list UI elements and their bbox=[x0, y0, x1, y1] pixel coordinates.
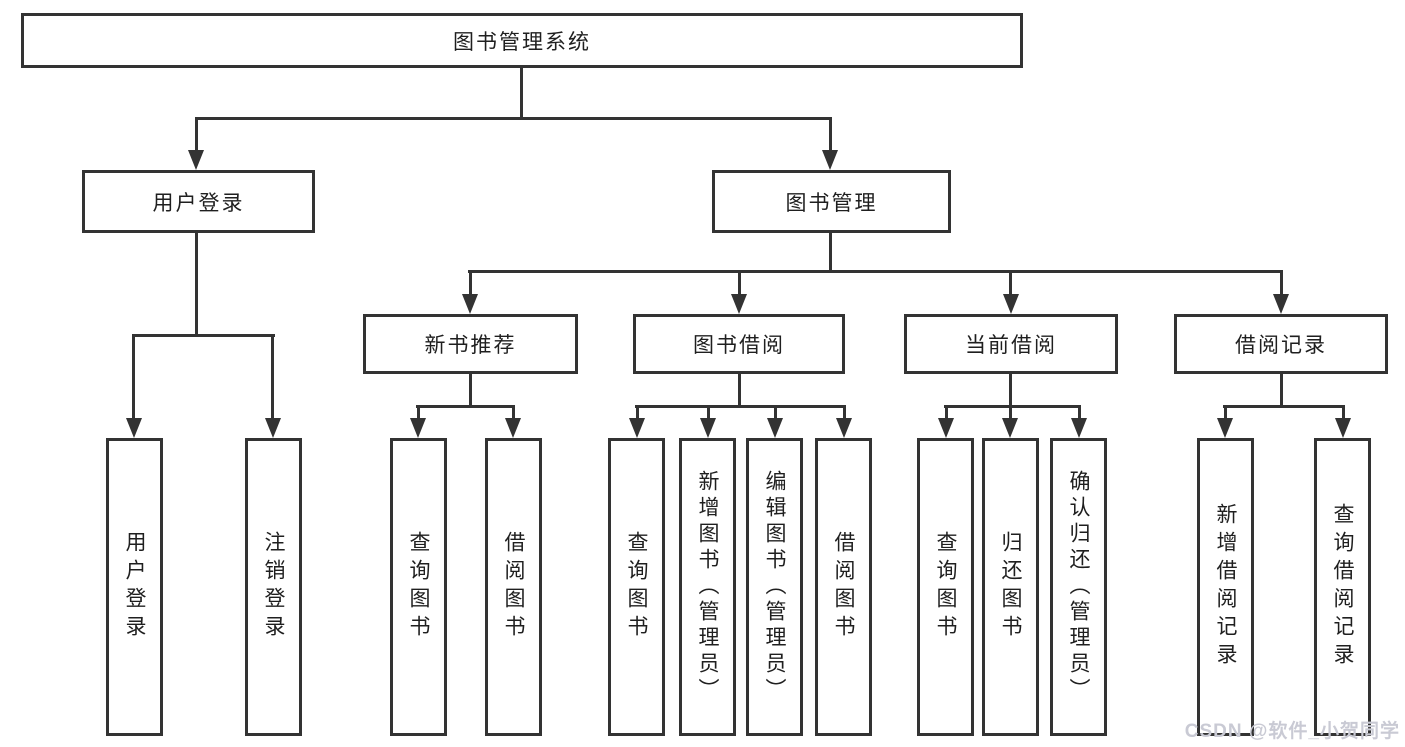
connector-line bbox=[738, 270, 741, 296]
node-current-borrow: 当前借阅 bbox=[904, 314, 1118, 374]
connector-line bbox=[195, 233, 198, 337]
arrowhead-icon bbox=[1003, 294, 1019, 314]
connector-line bbox=[132, 334, 275, 337]
connector-line bbox=[1009, 405, 1012, 420]
arrowhead-icon bbox=[126, 418, 142, 438]
connector-line bbox=[945, 405, 948, 420]
arrowhead-icon bbox=[822, 150, 838, 170]
leaf-borrow-book-2: 借阅图书 bbox=[815, 438, 872, 736]
leaf-add-book-admin: 新增图书（管理员） bbox=[679, 438, 736, 736]
connector-line bbox=[635, 405, 846, 408]
arrowhead-icon bbox=[462, 294, 478, 314]
connector-line bbox=[469, 270, 472, 296]
connector-line bbox=[707, 405, 710, 420]
connector-line bbox=[829, 233, 832, 273]
arrowhead-icon bbox=[1071, 418, 1087, 438]
node-new-book-recommend: 新书推荐 bbox=[363, 314, 578, 374]
connector-line bbox=[468, 270, 1283, 273]
watermark-text: CSDN @软件_小贺同学 bbox=[1184, 721, 1400, 742]
arrowhead-icon bbox=[265, 418, 281, 438]
connector-line bbox=[1342, 405, 1345, 420]
arrowhead-icon bbox=[188, 150, 204, 170]
arrowhead-icon bbox=[1217, 418, 1233, 438]
leaf-query-book-2: 查询图书 bbox=[608, 438, 665, 736]
connector-line bbox=[469, 374, 472, 407]
connector-line bbox=[1009, 374, 1012, 407]
connector-line bbox=[738, 374, 741, 407]
arrowhead-icon bbox=[410, 418, 426, 438]
arrowhead-icon bbox=[505, 418, 521, 438]
connector-line bbox=[512, 405, 515, 420]
arrowhead-icon bbox=[836, 418, 852, 438]
connector-line bbox=[636, 405, 639, 420]
leaf-user-login: 用户登录 bbox=[106, 438, 163, 736]
arrowhead-icon bbox=[629, 418, 645, 438]
connector-line bbox=[774, 405, 777, 420]
connector-line bbox=[944, 405, 1081, 408]
connector-line bbox=[1224, 405, 1227, 420]
leaf-query-book-1: 查询图书 bbox=[390, 438, 447, 736]
leaf-return-book: 归还图书 bbox=[982, 438, 1039, 736]
leaf-borrow-book-1: 借阅图书 bbox=[485, 438, 542, 736]
arrowhead-icon bbox=[767, 418, 783, 438]
connector-line bbox=[271, 334, 274, 420]
connector-line bbox=[1078, 405, 1081, 420]
leaf-logout: 注销登录 bbox=[245, 438, 302, 736]
arrowhead-icon bbox=[1002, 418, 1018, 438]
connector-line bbox=[195, 117, 198, 152]
arrowhead-icon bbox=[1273, 294, 1289, 314]
leaf-confirm-return-admin: 确认归还（管理员） bbox=[1050, 438, 1107, 736]
node-book-management: 图书管理 bbox=[712, 170, 951, 233]
node-book-borrow: 图书借阅 bbox=[633, 314, 845, 374]
arrowhead-icon bbox=[938, 418, 954, 438]
connector-line bbox=[195, 117, 832, 120]
node-borrow-record: 借阅记录 bbox=[1174, 314, 1388, 374]
leaf-edit-book-admin: 编辑图书（管理员） bbox=[746, 438, 803, 736]
arrowhead-icon bbox=[1335, 418, 1351, 438]
leaf-query-borrow-record: 查询借阅记录 bbox=[1314, 438, 1371, 736]
connector-line bbox=[520, 68, 523, 119]
connector-line bbox=[1009, 270, 1012, 296]
connector-line bbox=[132, 334, 135, 420]
connector-line bbox=[1223, 405, 1345, 408]
connector-line bbox=[843, 405, 846, 420]
connector-line bbox=[1280, 374, 1283, 407]
connector-line bbox=[1280, 270, 1283, 296]
connector-line bbox=[417, 405, 420, 420]
arrowhead-icon bbox=[731, 294, 747, 314]
node-user-login: 用户登录 bbox=[82, 170, 315, 233]
connector-line bbox=[416, 405, 515, 408]
connector-line bbox=[829, 117, 832, 152]
arrowhead-icon bbox=[700, 418, 716, 438]
node-root: 图书管理系统 bbox=[21, 13, 1023, 68]
leaf-query-book-3: 查询图书 bbox=[917, 438, 974, 736]
leaf-add-borrow-record: 新增借阅记录 bbox=[1197, 438, 1254, 736]
